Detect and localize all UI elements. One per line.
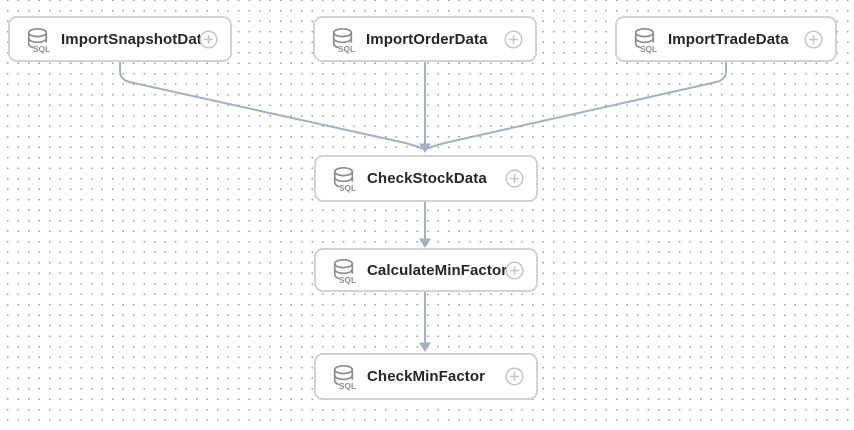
plus-connection-icon[interactable]	[199, 29, 218, 49]
edge-importsnapshotdat-checkstockdata[interactable]	[119, 60, 423, 150]
task-node-importorderdata[interactable]: SQL ImportOrderData	[313, 16, 537, 62]
task-node-importtradedata[interactable]: SQL ImportTradeData	[615, 16, 837, 62]
sql-database-icon: SQL	[333, 258, 356, 285]
plus-connection-icon[interactable]	[804, 29, 823, 49]
task-node-label: CheckStockData	[367, 170, 487, 187]
svg-text:SQL: SQL	[338, 44, 355, 54]
svg-text:SQL: SQL	[339, 275, 356, 285]
plus-connection-icon[interactable]	[505, 169, 524, 188]
arrowhead-icon	[419, 342, 431, 352]
task-node-checkstockdata[interactable]: SQL CheckStockData	[314, 155, 538, 202]
task-node-label: CheckMinFactor	[367, 368, 486, 385]
arrowhead-icon	[419, 238, 431, 248]
sql-database-icon: SQL	[332, 27, 355, 54]
plus-connection-icon[interactable]	[504, 29, 523, 49]
sql-database-icon: SQL	[634, 27, 657, 54]
sql-database-icon: SQL	[333, 166, 356, 193]
task-node-label: CalculateMinFactor	[367, 261, 508, 279]
task-node-label: ImportTradeData	[668, 30, 789, 48]
task-node-label: ImportOrderData	[366, 30, 488, 48]
plus-connection-icon[interactable]	[505, 260, 524, 280]
task-node-checkminfactor[interactable]: SQL CheckMinFactor	[314, 353, 538, 400]
task-node-calculateminfactor[interactable]: SQL CalculateMinFactor	[314, 248, 538, 292]
edge-importtradedata-checkstockdata[interactable]	[427, 60, 727, 150]
task-node-label: ImportSnapshotDat	[61, 30, 202, 48]
svg-text:SQL: SQL	[339, 381, 356, 391]
sql-database-icon: SQL	[333, 364, 356, 391]
svg-text:SQL: SQL	[33, 44, 50, 54]
task-node-importsnapshotdat[interactable]: SQL ImportSnapshotDat	[8, 16, 232, 62]
plus-connection-icon[interactable]	[505, 367, 524, 386]
svg-text:SQL: SQL	[640, 44, 657, 54]
arrowhead-icon	[419, 143, 431, 153]
sql-database-icon: SQL	[27, 27, 50, 54]
svg-text:SQL: SQL	[339, 183, 356, 193]
